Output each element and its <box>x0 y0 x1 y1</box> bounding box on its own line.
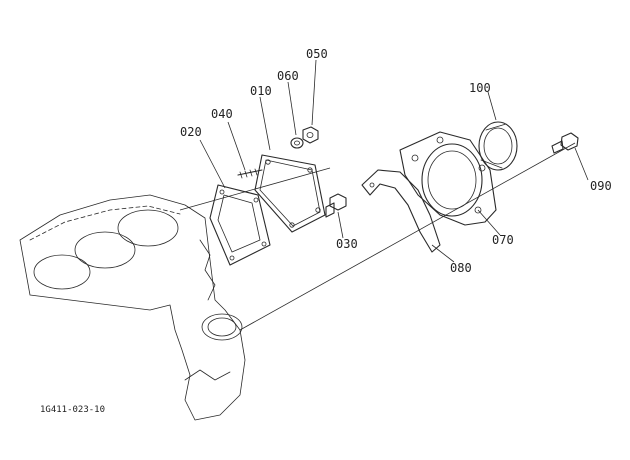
label-020: 020 <box>180 125 202 139</box>
oil-seal-part-100 <box>478 121 518 171</box>
label-050: 050 <box>306 47 328 61</box>
cover-plate-part-010 <box>254 154 326 233</box>
drawing-number: 1G411-023-10 <box>40 405 105 415</box>
label-040: 040 <box>211 107 233 121</box>
engine-block <box>19 194 246 421</box>
bolt-part-030 <box>325 193 347 218</box>
label-060: 060 <box>277 69 299 83</box>
gasket-part-020 <box>209 184 271 266</box>
label-010: 010 <box>250 84 272 98</box>
seal-case-part-070 <box>399 131 497 226</box>
label-030: 030 <box>336 237 358 251</box>
nut-part-050 <box>302 126 319 144</box>
bolt-part-090 <box>551 132 579 154</box>
washer-part-060 <box>290 137 304 149</box>
gasket-part-080 <box>361 169 441 253</box>
label-070: 070 <box>492 233 514 247</box>
leader-lines <box>199 59 589 263</box>
callout-labels: 010 020 030 040 050 060 070 080 090 100 <box>180 47 612 275</box>
label-090: 090 <box>590 179 612 193</box>
label-080: 080 <box>450 261 472 275</box>
label-100: 100 <box>469 81 491 95</box>
stud-part-040 <box>237 168 263 179</box>
